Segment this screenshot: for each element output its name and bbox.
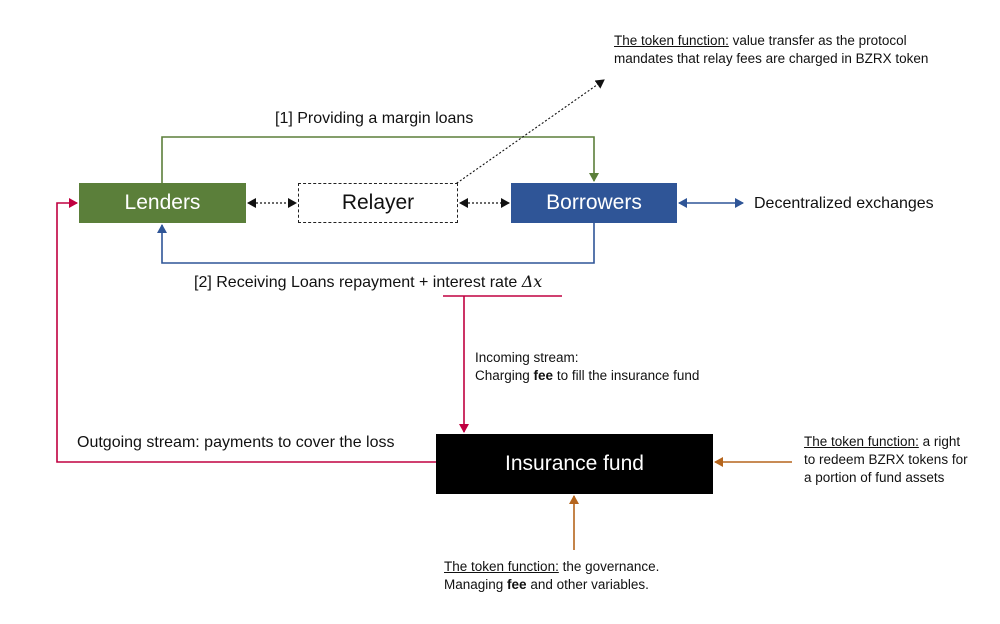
outgoing-stream-arrow — [56, 198, 436, 463]
incoming-title: Incoming stream: — [475, 350, 579, 365]
loans-label: [1] Providing a margin loans — [275, 110, 474, 127]
relayer-note-pointer — [436, 79, 605, 198]
relayer-label: Relayer — [341, 191, 415, 214]
relayer-node: Relayer — [298, 183, 458, 223]
lenders-node: Lenders — [79, 183, 246, 223]
token-note-right-label: The token function: — [804, 434, 919, 449]
incoming-desc: Charging fee to fill the insurance fund — [475, 368, 700, 383]
outgoing-stream-label: Outgoing stream: payments to cover the l… — [77, 434, 395, 451]
lenders-label: Lenders — [124, 191, 201, 214]
token-note-top-label: The token function: — [614, 33, 729, 48]
incoming-stream-label: Incoming stream: Charging fee to fill th… — [475, 349, 699, 385]
token-note-right: The token function: a right to redeem BZ… — [804, 434, 968, 485]
insurance-fund-label: Insurance fund — [505, 452, 644, 475]
borrowers-label: Borrowers — [546, 191, 642, 214]
insurance-fund-node: Insurance fund — [436, 434, 713, 494]
token-note-bottom-label: The token function: — [444, 559, 559, 574]
repayment-flow-arrow — [157, 223, 595, 264]
token-note-top: The token function: value transfer as th… — [614, 33, 929, 66]
repayment-text: [2] Receiving Loans repayment + interest… — [194, 274, 522, 291]
loan-flow-arrow — [161, 136, 599, 183]
repayment-label: [2] Receiving Loans repayment + interest… — [194, 272, 542, 292]
interest-delta-symbol: Δx — [521, 272, 543, 291]
token-note-bottom: The token function: the governance. Mana… — [444, 559, 660, 592]
dex-label: Decentralized exchanges — [754, 195, 934, 212]
borrowers-node: Borrowers — [511, 183, 677, 223]
